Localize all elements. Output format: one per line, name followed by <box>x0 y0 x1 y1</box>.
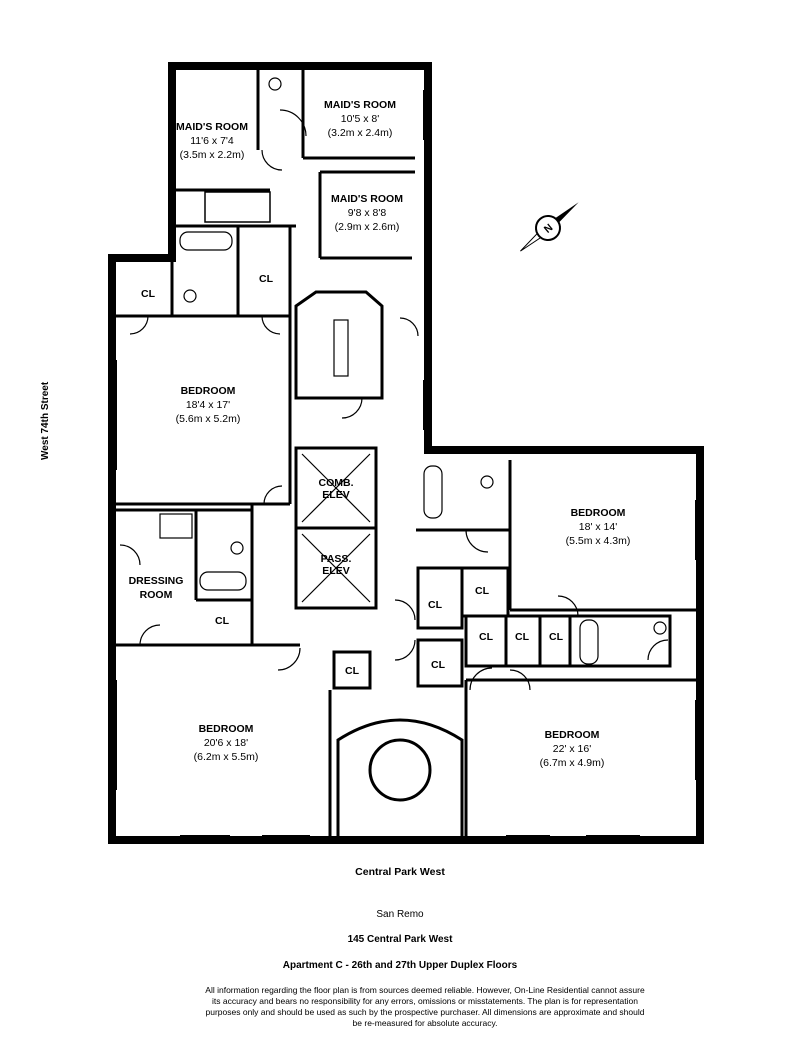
dressing-room-line1: DRESSING <box>129 575 184 587</box>
bedroom-4-metric: (6.7m x 4.9m) <box>540 757 605 769</box>
maid-room-3-name: MAID'S ROOM <box>331 193 403 205</box>
bedroom-4-dim: 22' x 16' <box>553 743 591 755</box>
bedroom-2-name: BEDROOM <box>571 507 626 519</box>
bedroom-1-name: BEDROOM <box>181 385 236 397</box>
maid-room-1-dim: 11'6 x 7'4 <box>190 135 234 147</box>
maid-room-1-metric: (3.5m x 2.2m) <box>180 149 245 161</box>
maid-room-2-name: MAID'S ROOM <box>324 99 396 111</box>
outer-wall <box>108 62 704 844</box>
comb-elev-line2: ELEV <box>322 489 349 501</box>
closet-label: CL <box>259 273 274 285</box>
bedroom-3-metric: (6.2m x 5.5m) <box>194 751 259 763</box>
dressing-room-line2: ROOM <box>140 589 173 601</box>
bedroom-3-name: BEDROOM <box>199 723 254 735</box>
bedroom-3-dim: 20'6 x 18' <box>204 737 248 749</box>
closet-label: CL <box>549 631 564 643</box>
apartment-title: Apartment C - 26th and 27th Upper Duplex… <box>282 960 518 971</box>
building-address: 145 Central Park West <box>347 934 453 945</box>
floor-plan: N MAID'S ROOM 11'6 x 7'4 (3.5m x 2.2m) M… <box>108 62 704 844</box>
maid-room-3-dim: 9'8 x 8'8 <box>348 207 387 219</box>
closet-label: CL <box>479 631 494 643</box>
closet-label: CL <box>515 631 530 643</box>
closet-label: CL <box>475 585 490 597</box>
pass-elev-line1: PASS. <box>321 553 352 565</box>
maid-room-2-metric: (3.2m x 2.4m) <box>328 127 393 139</box>
compass-icon <box>520 202 579 252</box>
street-label-south: Central Park West <box>355 866 445 878</box>
comb-elev-line1: COMB. <box>319 477 354 489</box>
bedroom-1-metric: (5.6m x 5.2m) <box>176 413 241 425</box>
bedroom-1-dim: 18'4 x 17' <box>186 399 230 411</box>
street-label-west: West 74th Street <box>40 381 51 460</box>
bedroom-4-name: BEDROOM <box>545 729 600 741</box>
pass-elev-line2: ELEV <box>322 565 349 577</box>
maid-room-3-metric: (2.9m x 2.6m) <box>335 221 400 233</box>
bedroom-2-metric: (5.5m x 4.3m) <box>566 535 631 547</box>
closet-label: CL <box>345 665 360 677</box>
maid-room-2-dim: 10'5 x 8' <box>341 113 379 125</box>
closet-label: CL <box>428 599 443 611</box>
building-name: San Remo <box>376 909 424 920</box>
closet-label: CL <box>431 659 446 671</box>
closet-label: CL <box>141 288 156 300</box>
bedroom-2-dim: 18' x 14' <box>579 521 617 533</box>
closet-label: CL <box>215 615 230 627</box>
disclaimer: All information regarding the floor plan… <box>205 985 645 1028</box>
maid-room-1-name: MAID'S ROOM <box>176 121 248 133</box>
